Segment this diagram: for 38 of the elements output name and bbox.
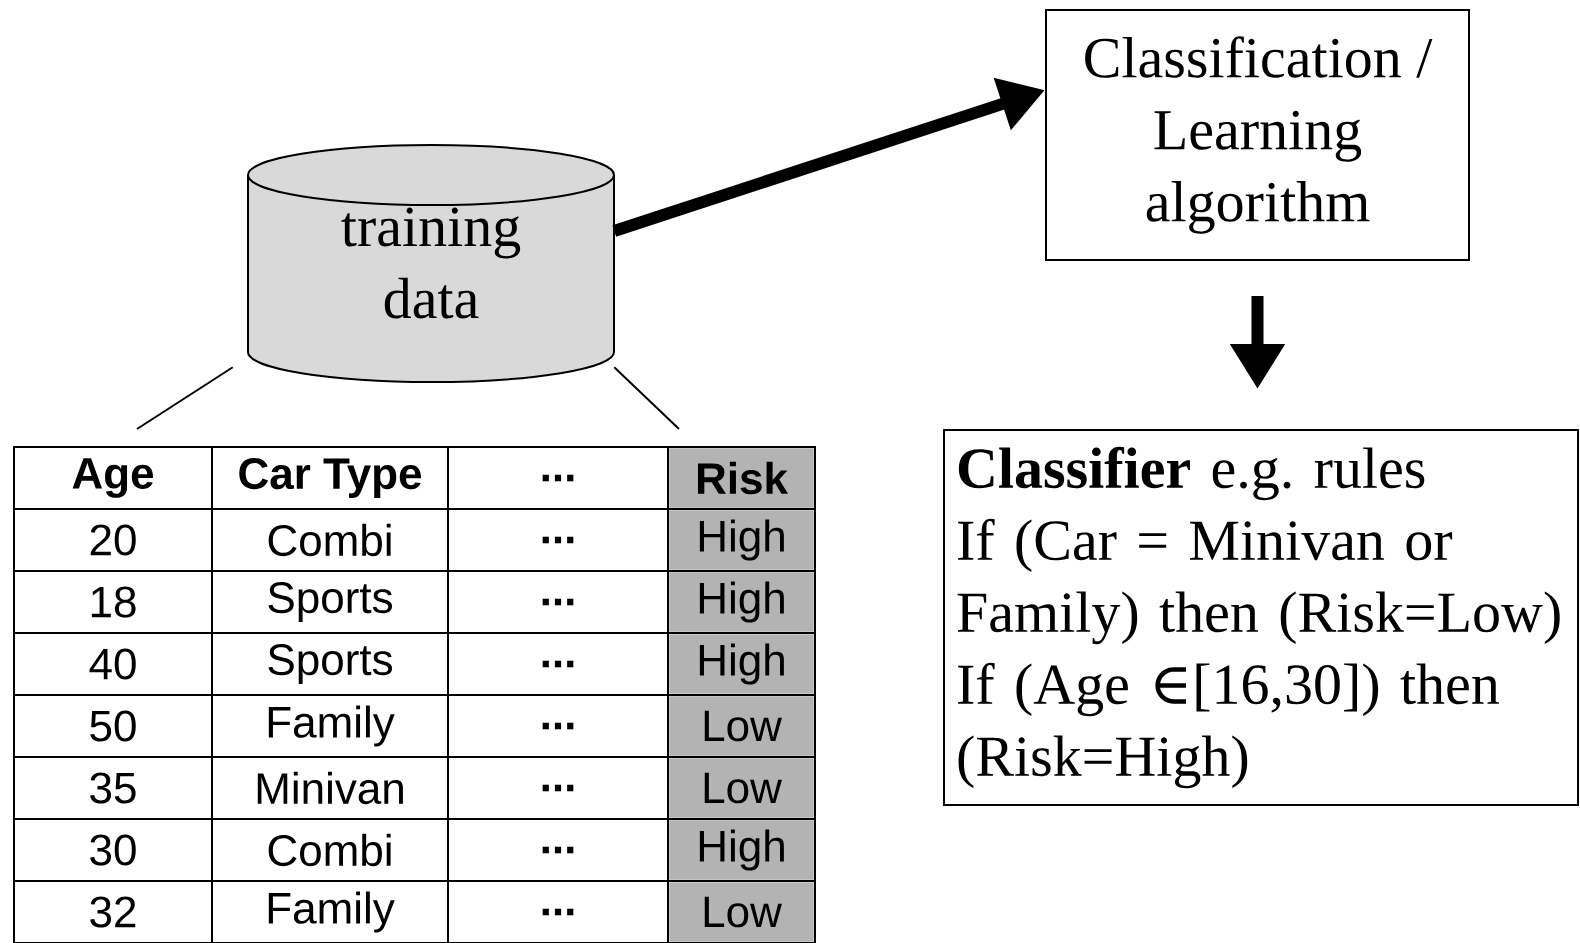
connector-line bbox=[136, 366, 234, 430]
rules-box: Classifier e.g. rules If (Car = Minivan or Family) then (Risk=Low) If (Age ∈[16,30]) then (Risk=High) bbox=[943, 429, 1579, 806]
table-cell: ... bbox=[542, 846, 574, 854]
table-cell: High bbox=[669, 634, 814, 694]
table-cell: 35 bbox=[90, 772, 136, 804]
table-cell: ... bbox=[542, 598, 574, 606]
table-cell: Low bbox=[669, 696, 814, 756]
table-cell: 20 bbox=[90, 524, 136, 556]
table-outline bbox=[13, 446, 816, 943]
process-box: Classification / Learning algorithm bbox=[1045, 9, 1470, 261]
table-cell: Minivan bbox=[257, 771, 403, 805]
table-cell: 32 bbox=[90, 896, 136, 928]
table-cell: 40 bbox=[89, 648, 136, 680]
table-cell: 30 bbox=[90, 834, 136, 866]
table-cell: Family bbox=[268, 705, 395, 747]
table-cell: Combi bbox=[268, 833, 391, 867]
table-cell: High bbox=[669, 572, 814, 632]
table-cell: Family bbox=[268, 891, 395, 933]
header-cell: Risk bbox=[669, 448, 814, 508]
connector-line bbox=[613, 366, 680, 430]
table-cell: Low bbox=[669, 758, 814, 818]
table-cell: 18 bbox=[91, 586, 136, 618]
header-cell: Car Type bbox=[239, 458, 421, 498]
header-cell: Age bbox=[72, 458, 154, 498]
table-cell: 50 bbox=[90, 710, 136, 742]
table-cell: Low bbox=[669, 882, 814, 942]
database-cylinder: training data bbox=[247, 144, 615, 383]
header-cell: ... bbox=[542, 474, 574, 482]
table-cell: ... bbox=[542, 784, 574, 792]
table-cell: Combi bbox=[268, 523, 391, 557]
table-cell: ... bbox=[542, 722, 574, 730]
table-cell: Sports bbox=[268, 644, 392, 684]
table-cell: High bbox=[669, 820, 814, 880]
table-cell: ... bbox=[542, 536, 574, 544]
table-cell: ... bbox=[542, 660, 574, 668]
table-cell: High bbox=[669, 510, 814, 570]
table-cell: Sports bbox=[268, 582, 392, 622]
table-cell: ... bbox=[542, 908, 574, 916]
